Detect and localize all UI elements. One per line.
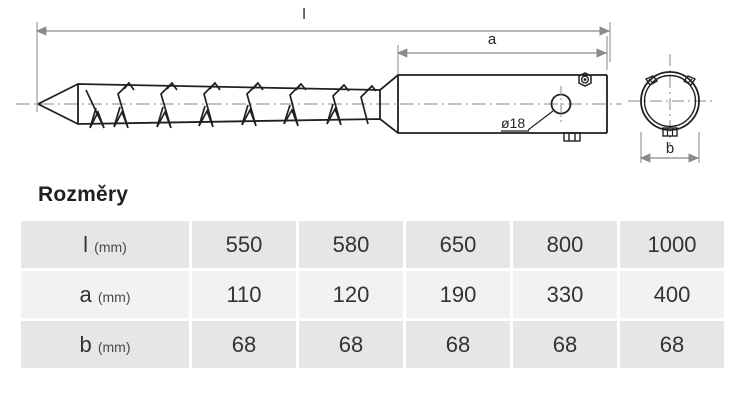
table-row: b (mm) 68 68 68 68 68 — [21, 321, 724, 368]
table-cell: 68 — [406, 321, 510, 368]
table-cell: 68 — [192, 321, 296, 368]
dimension-width-b: b — [639, 132, 700, 163]
dimension-length-l: l — [35, 6, 611, 112]
table-cell: 800 — [513, 221, 617, 268]
table-cell: 400 — [620, 271, 724, 318]
hex-bolt-top-icon — [578, 72, 592, 87]
cross-section-view: b — [628, 54, 714, 163]
row-symbol: l — [83, 231, 89, 257]
table-cell: 68 — [620, 321, 724, 368]
screw-body-outline — [37, 74, 608, 134]
table-cell: 68 — [299, 321, 403, 368]
dimension-length-a: a — [396, 31, 608, 75]
row-unit: (mm) — [97, 288, 131, 305]
dimension-label-b: b — [666, 140, 674, 157]
hole-diameter-18: ø18 — [501, 86, 572, 132]
row-header-cell: b (mm) — [21, 321, 189, 368]
row-header-cell: l (mm) — [21, 221, 189, 268]
table-cell: 650 — [406, 221, 510, 268]
dimension-label-a: a — [488, 31, 497, 48]
ground-screw-drawing-svg: l a — [16, 6, 714, 163]
table-cell: 68 — [513, 321, 617, 368]
row-symbol: a — [79, 281, 92, 307]
table-cell: 1000 — [620, 221, 724, 268]
screw-thread-flights — [85, 81, 377, 129]
row-unit: (mm) — [97, 338, 131, 355]
table-cell: 580 — [299, 221, 403, 268]
technical-drawing: l a — [0, 0, 736, 178]
lug-bolt-bottom-icon — [563, 132, 581, 142]
dimensions-table: l (mm) 550 580 650 800 1000 a (mm) 110 1… — [18, 218, 727, 371]
table-cell: 330 — [513, 271, 617, 318]
dimension-label-l: l — [302, 6, 305, 23]
table-row: l (mm) 550 580 650 800 1000 — [21, 221, 724, 268]
dimensions-title: Rozměry — [38, 183, 129, 206]
section-lug-bottom-icon — [662, 127, 678, 137]
dimensions-section: Rozměry l (mm) 550 580 650 800 1000 a (m… — [0, 178, 736, 400]
row-unit: (mm) — [94, 238, 127, 255]
table-cell: 190 — [406, 271, 510, 318]
row-symbol: b — [79, 331, 92, 357]
table-cell: 120 — [299, 271, 403, 318]
row-header-cell: a (mm) — [21, 271, 189, 318]
hole-diameter-label: ø18 — [501, 115, 525, 131]
table-row: a (mm) 110 120 190 330 400 — [21, 271, 724, 318]
section-lug-right-icon — [682, 75, 697, 86]
table-cell: 110 — [192, 271, 296, 318]
table-cell: 550 — [192, 221, 296, 268]
section-lug-left-icon — [644, 75, 659, 86]
